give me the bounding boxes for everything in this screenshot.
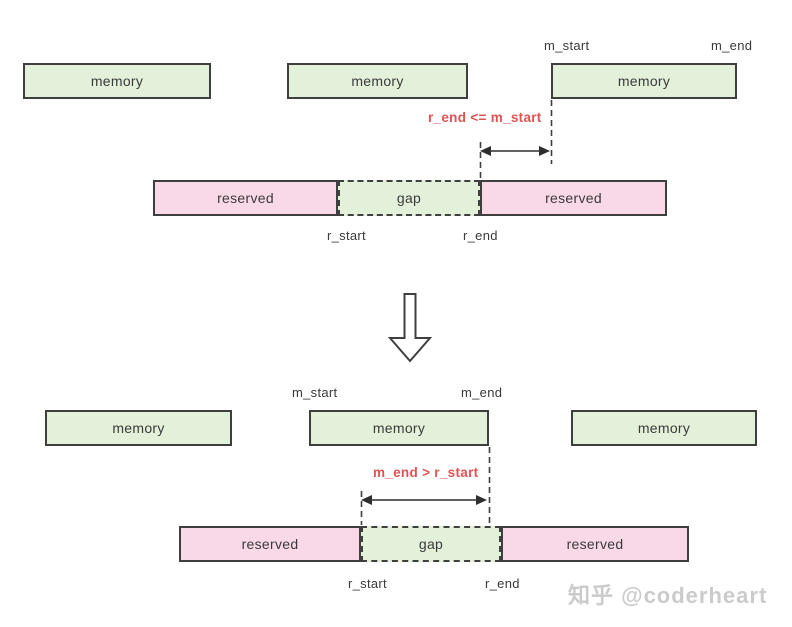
- range-arrow-bottom-right-head: [476, 495, 487, 505]
- memory-box-top-1: memory: [23, 63, 211, 99]
- memory-box-bottom-1: memory: [45, 410, 232, 446]
- label-r-start-bottom: r_start: [348, 576, 387, 591]
- reserved-box-top-left: reserved: [153, 180, 338, 216]
- memory-box-top-3: memory: [551, 63, 737, 99]
- memory-box-label: memory: [351, 73, 404, 89]
- memory-box-top-2: memory: [287, 63, 468, 99]
- label-m-start-top: m_start: [544, 38, 590, 53]
- range-arrow-top-left-head: [480, 146, 491, 156]
- label-r-end-top: r_end: [463, 228, 498, 243]
- reserved-box-bottom-right: reserved: [501, 526, 689, 562]
- label-m-start-bottom: m_start: [292, 385, 338, 400]
- reserved-box-label: reserved: [217, 190, 274, 206]
- memory-box-label: memory: [637, 420, 691, 436]
- condition-text-top: r_end <= m_start: [428, 110, 542, 125]
- label-m-end-top: m_end: [711, 38, 753, 53]
- label-r-end-bottom: r_end: [485, 576, 520, 591]
- memory-box-label: memory: [372, 420, 426, 436]
- memory-box-label: memory: [112, 420, 165, 436]
- memory-box-bottom-3: memory: [571, 410, 757, 446]
- reserved-box-label: reserved: [545, 190, 602, 206]
- gap-box-bottom: gap: [361, 526, 501, 562]
- label-r-start-top: r_start: [327, 228, 366, 243]
- label-m-end-bottom: m_end: [461, 385, 503, 400]
- reserved-box-top-right: reserved: [480, 180, 667, 216]
- range-arrow-bottom-left-head: [361, 495, 372, 505]
- memory-box-label: memory: [617, 73, 671, 89]
- reserved-box-label: reserved: [566, 536, 624, 552]
- condition-text-bottom: m_end > r_start: [373, 465, 479, 480]
- gap-box-label: gap: [418, 536, 444, 552]
- gap-box-label: gap: [396, 190, 422, 206]
- range-arrow-top-right-head: [539, 146, 550, 156]
- down-arrow-icon: [387, 293, 433, 363]
- reserved-box-bottom-left: reserved: [179, 526, 361, 562]
- gap-box-top: gap: [338, 180, 480, 216]
- memory-box-bottom-2: memory: [309, 410, 489, 446]
- memory-box-label: memory: [90, 73, 144, 89]
- watermark: 知乎 @coderheart: [568, 583, 768, 608]
- reserved-box-label: reserved: [241, 536, 299, 552]
